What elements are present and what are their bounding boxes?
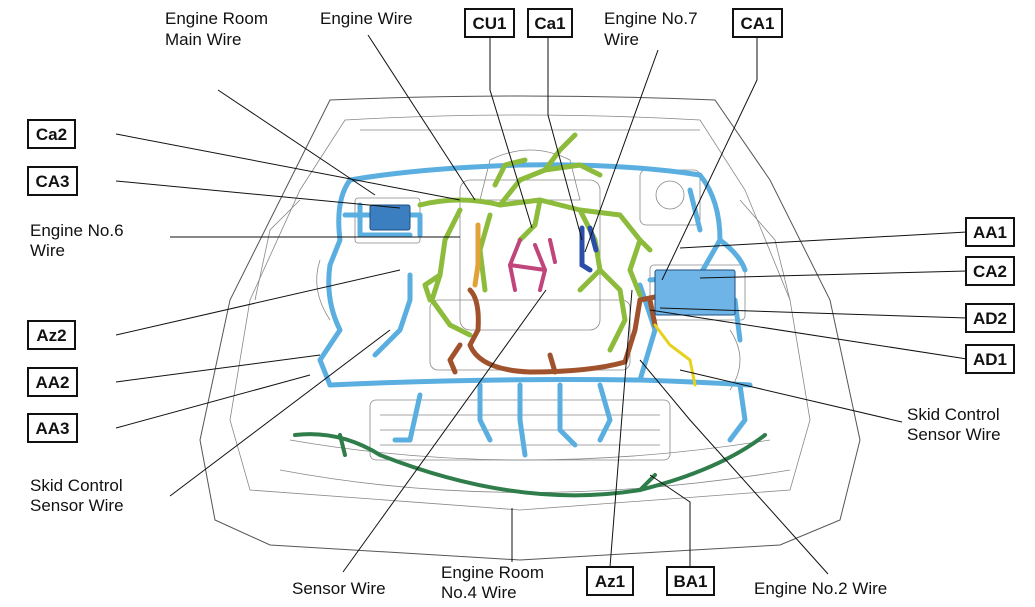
label-engine-no2-wire: Engine No.2 Wire — [754, 579, 887, 598]
engine-no2-wire-harness — [447, 287, 703, 375]
connector-label-aa3-text: AA3 — [35, 419, 69, 438]
engine-room-no4-wire-harness — [293, 432, 767, 498]
connector-label-cu1-text: CU1 — [472, 14, 506, 33]
connector-label-az2-text: Az2 — [36, 326, 66, 345]
connector-label-ca3-text: CA3 — [35, 172, 69, 191]
label-engine-room-no4-wire: Engine Room No.4 Wire — [441, 563, 544, 602]
label-skid-control-right-line2: Sensor Wire — [907, 425, 1001, 444]
label-engine-room-no4-line2: No.4 Wire — [441, 583, 517, 602]
connector-label-ad2-text: AD2 — [973, 309, 1007, 328]
label-skid-control-right-line1: Skid Control — [907, 405, 1000, 424]
label-engine-no7-wire: Engine No.7 Wire — [604, 9, 698, 49]
connector-label-ba1-text: BA1 — [673, 572, 707, 591]
connector-label-az1-text: Az1 — [595, 572, 625, 591]
connector-blocks — [369, 204, 736, 316]
label-sensor-wire: Sensor Wire — [292, 579, 386, 598]
connector-label-ad1: AD1 — [965, 344, 1015, 374]
label-engine-no6-wire: Engine No.6 Wire — [30, 221, 124, 260]
connector-label-az1: Az1 — [586, 566, 634, 596]
label-skid-control-left-line1: Skid Control — [30, 476, 123, 495]
label-engine-no7-wire-line1: Engine No.7 — [604, 9, 698, 28]
connector-label-aa1-text: AA1 — [973, 223, 1007, 242]
engine-no6-wire-harness — [472, 222, 481, 288]
label-engine-no6-wire-line2: Wire — [30, 241, 65, 260]
connector-label-aa3: AA3 — [27, 413, 78, 443]
connector-label-az2: Az2 — [27, 320, 76, 350]
label-engine-room-no4-line1: Engine Room — [441, 563, 544, 582]
label-engine-wire: Engine Wire — [320, 9, 413, 28]
connector-label-ca1-lower-text: Ca1 — [534, 14, 565, 33]
connector-label-ca1-lower: Ca1 — [527, 8, 573, 38]
pink-wire-harness — [508, 238, 557, 292]
label-engine-room-main-wire-line2: Main Wire — [165, 30, 242, 49]
label-skid-control-sensor-wire-left: Skid Control Sensor Wire — [30, 476, 124, 515]
connector-label-ca2-lower: Ca2 — [27, 119, 76, 149]
connector-label-ca1-upper: CA1 — [732, 8, 783, 38]
connector-label-cu1: CU1 — [464, 8, 515, 38]
connector-label-ba1: BA1 — [666, 566, 715, 596]
connector-label-ad2: AD2 — [965, 303, 1015, 333]
label-skid-control-left-line2: Sensor Wire — [30, 496, 124, 515]
connector-label-aa2: AA2 — [27, 367, 78, 397]
connector-label-aa2-text: AA2 — [35, 373, 69, 392]
label-engine-no6-wire-line1: Engine No.6 — [30, 221, 124, 240]
connector-label-ca2-upper-text: CA2 — [973, 262, 1007, 281]
connector-label-ca1-upper-text: CA1 — [740, 14, 774, 33]
label-skid-control-sensor-wire-right: Skid Control Sensor Wire — [907, 405, 1001, 444]
engine-no7-wire-harness — [579, 225, 599, 273]
connector-label-ca2-upper: CA2 — [965, 256, 1015, 286]
connector-label-ad1-text: AD1 — [973, 350, 1007, 369]
connector-label-aa1: AA1 — [965, 217, 1015, 247]
label-engine-no7-wire-line2: Wire — [604, 30, 639, 49]
leader-lines — [115, 34, 968, 575]
connector-label-ca2-lower-text: Ca2 — [36, 125, 67, 144]
label-engine-room-main-wire-line1: Engine Room — [165, 9, 268, 28]
skid-control-sensor-wire-harness — [653, 323, 697, 387]
label-engine-room-main-wire: Engine Room Main Wire — [165, 9, 268, 49]
connector-label-ca3: CA3 — [27, 166, 78, 196]
